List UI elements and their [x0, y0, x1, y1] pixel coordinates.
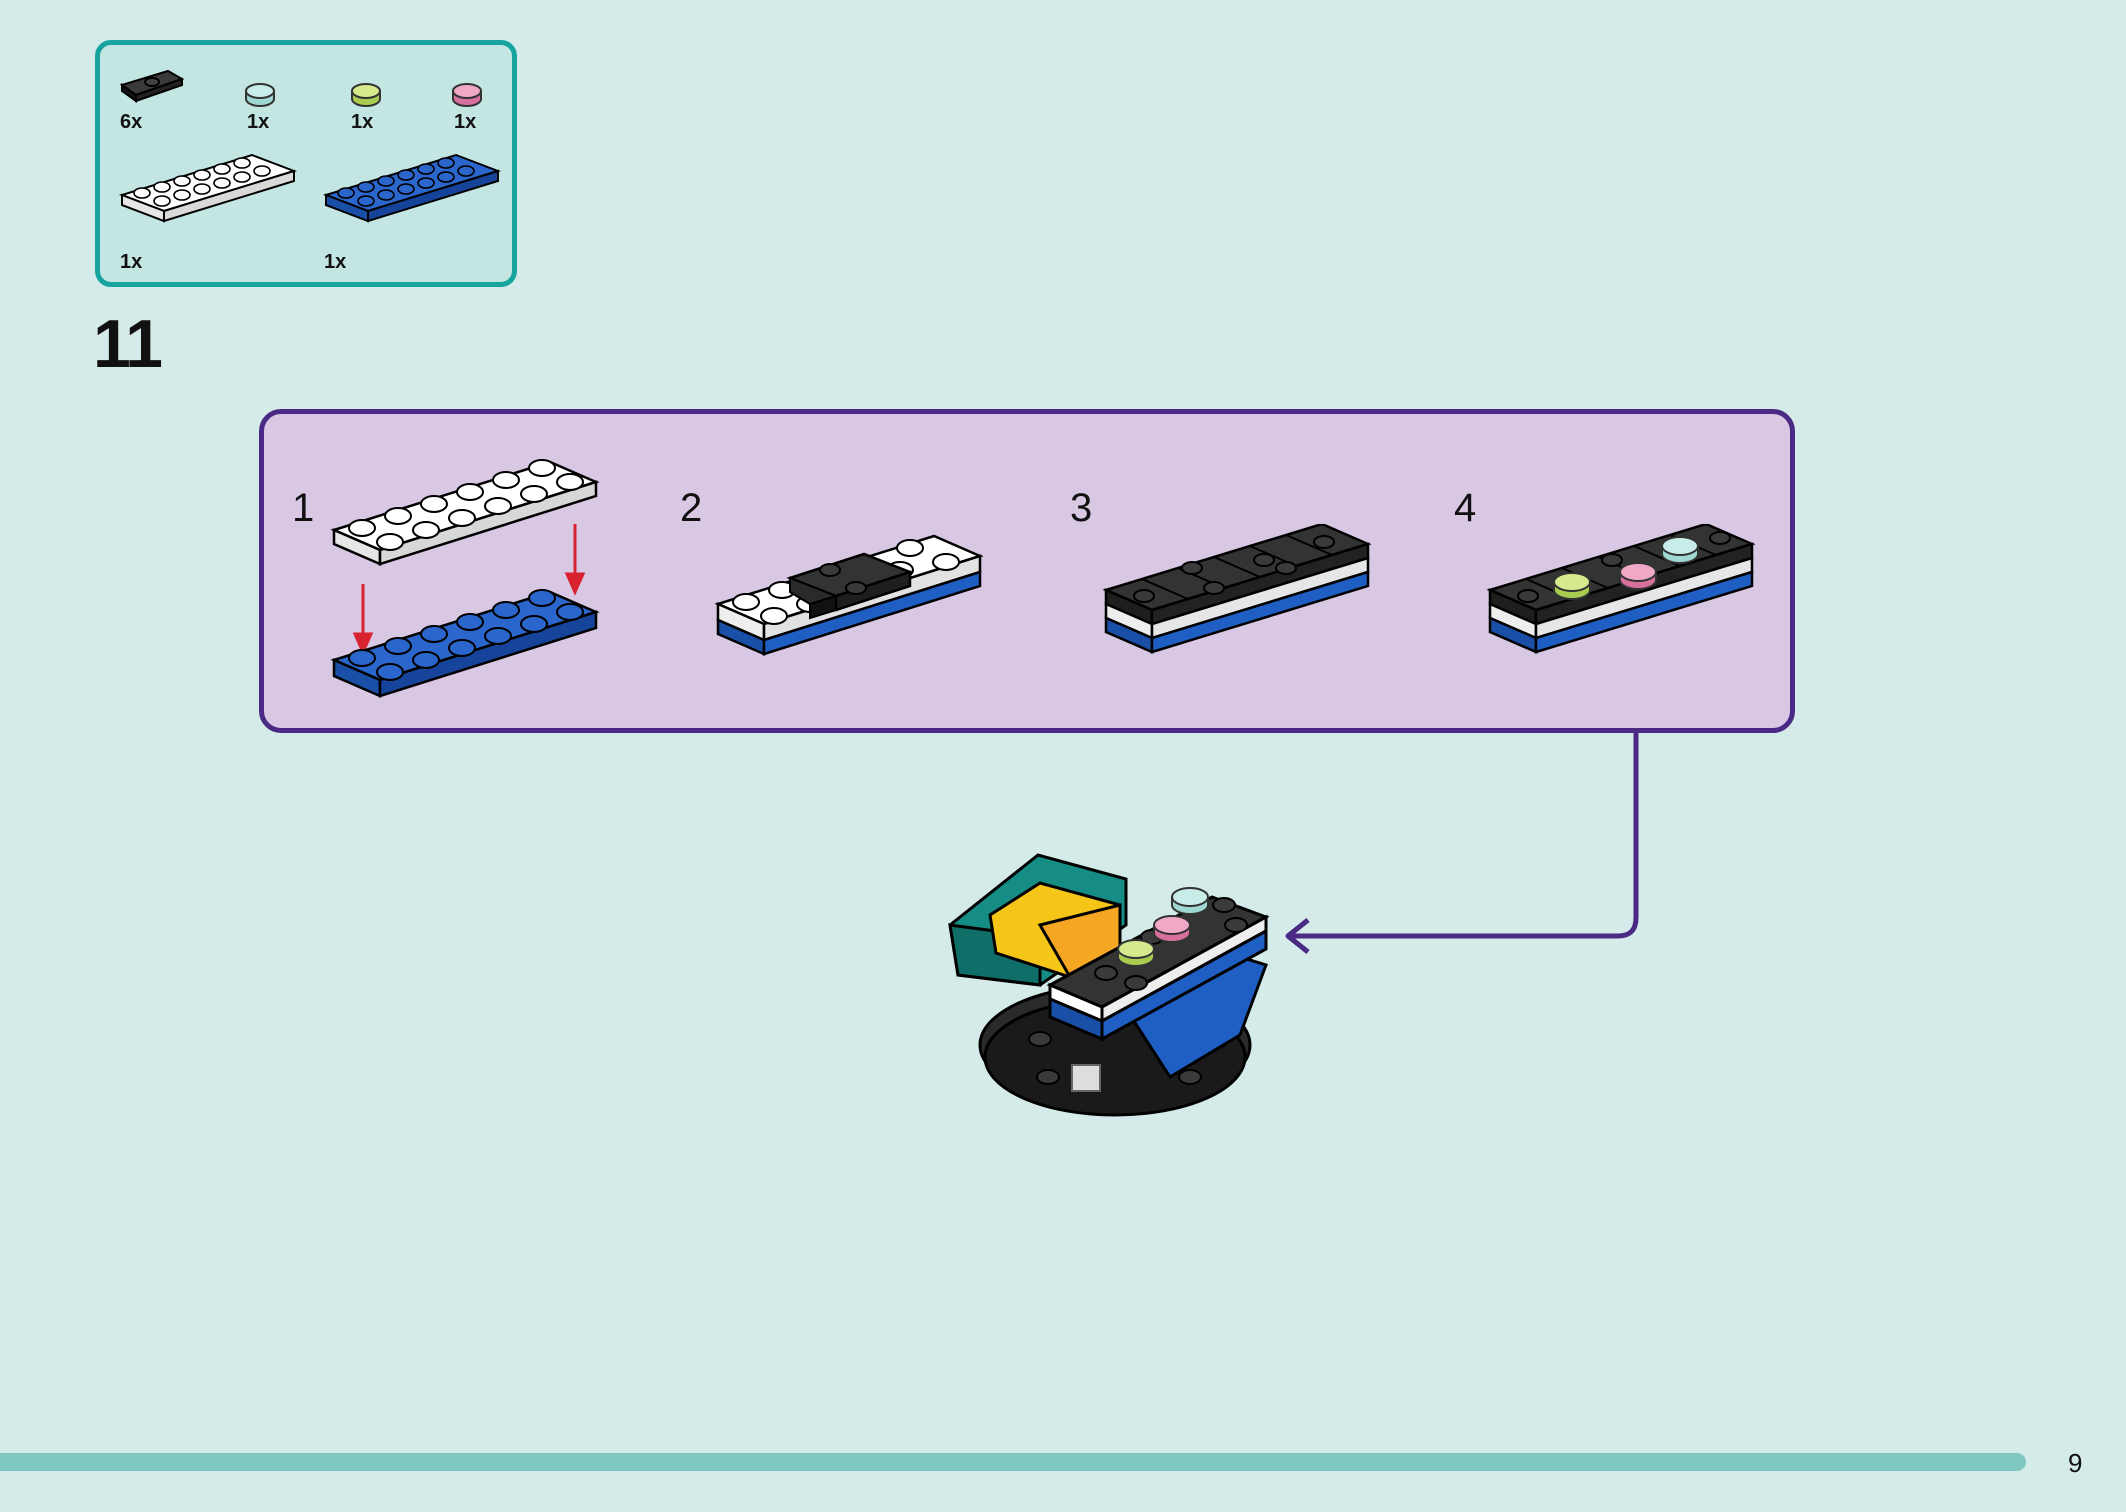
black-tiles-placed-illustration	[1102, 522, 1392, 729]
stack-plates-illustration	[330, 434, 620, 729]
substep-number: 2	[680, 486, 703, 530]
part-quantity: 1x	[324, 251, 347, 273]
down-arrow-icon	[352, 524, 586, 656]
part-quantity: 6x	[120, 111, 143, 133]
step-number: 11	[93, 306, 163, 382]
substep-number: 1	[292, 486, 315, 530]
add-round-tiles-illustration	[1486, 522, 1776, 729]
add-black-tiles-illustration	[714, 524, 1004, 729]
substep-number: 4	[1454, 486, 1477, 530]
part-quantity: 1x	[351, 111, 374, 133]
assembled-model-illustration	[940, 845, 1285, 1135]
parts-list-box: 6x 1x 1x 1x	[95, 40, 517, 287]
substep-number: 3	[1070, 486, 1093, 530]
part-quantity: 1x	[247, 111, 270, 133]
page-number: 9	[2068, 1448, 2083, 1478]
part-quantity: 1x	[454, 111, 477, 133]
progress-bar	[0, 1453, 2026, 1471]
substeps-box: 1	[259, 409, 1795, 733]
part-quantity: 1x	[120, 251, 143, 273]
